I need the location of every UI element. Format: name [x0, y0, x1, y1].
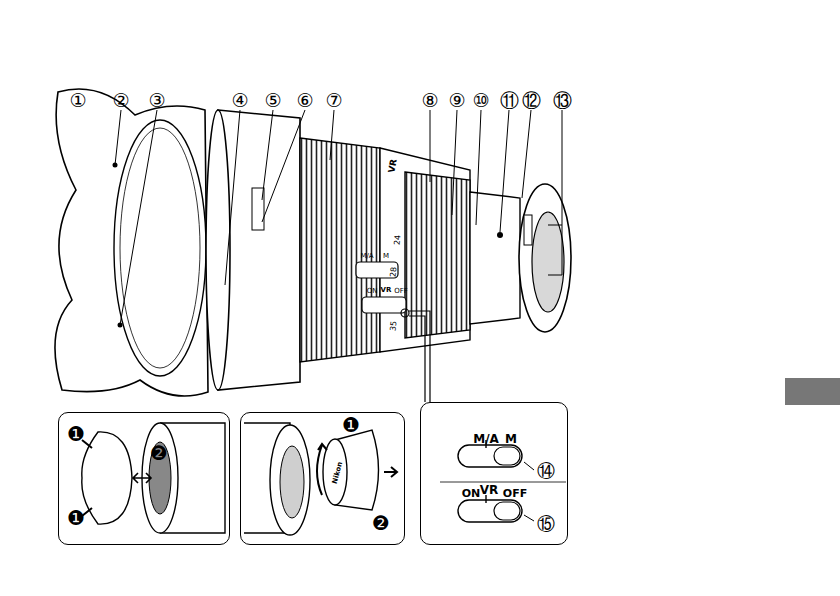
lens-marking: M	[383, 253, 389, 260]
switch-slider	[494, 447, 520, 465]
leader-line	[262, 110, 273, 200]
hood-opening	[114, 120, 206, 376]
switch-label: OFF	[503, 488, 527, 499]
section-tab	[785, 378, 840, 405]
rear-barrel	[470, 192, 520, 324]
callout-number: ⑬	[553, 91, 572, 110]
callout-leaders	[115, 110, 562, 325]
lens-marking: 28	[390, 267, 399, 278]
lens-mount	[519, 184, 571, 332]
leader-line	[115, 110, 121, 165]
switch-label: Nikon	[332, 461, 345, 485]
focus-mode-switch	[458, 445, 522, 467]
rear-element	[280, 446, 304, 518]
mount-index	[497, 232, 503, 238]
callout-number: ⑦	[325, 91, 342, 110]
callout-number: ⑧	[421, 91, 438, 110]
lens-mount	[270, 425, 310, 535]
callout-number: ⑤	[264, 91, 281, 110]
front-element	[149, 442, 171, 514]
switch-slider	[494, 502, 520, 520]
step-number: ❶	[342, 415, 360, 435]
step-number: ❶	[67, 424, 85, 444]
callout-number: ③	[148, 91, 165, 110]
leader-line	[330, 110, 334, 160]
switch-marker	[401, 309, 409, 317]
rear-element	[532, 212, 564, 312]
leader-line	[120, 110, 157, 325]
divider	[440, 482, 566, 483]
inset-panel: ❶ ❷ Nikon	[240, 412, 405, 545]
callout-number: ⑫	[522, 91, 541, 110]
zoom-ring	[405, 172, 470, 338]
step-number: ❷	[150, 443, 168, 463]
focus-ring	[300, 138, 380, 362]
callout-number: ④	[231, 91, 248, 110]
leader-line	[476, 110, 481, 225]
cpu-contacts	[524, 215, 532, 245]
lens-marking: ON	[367, 288, 378, 295]
lens-marking: 24	[394, 235, 403, 246]
hood-bayonet	[120, 128, 200, 368]
step-number: ❷	[372, 513, 390, 533]
leader-line	[452, 110, 457, 215]
lens-marking: OFF	[394, 288, 408, 295]
front-cap	[82, 432, 132, 524]
switch-label: ON	[462, 488, 481, 499]
leader-bracket	[548, 110, 562, 275]
leader-line	[262, 110, 305, 222]
step-number: ❶	[67, 508, 85, 528]
callout-number: ②	[112, 91, 129, 110]
step-number: M	[505, 433, 517, 445]
lens-marking: 35	[390, 321, 399, 332]
callout-number: ①	[69, 91, 86, 110]
callout-number: ⑪	[500, 91, 519, 110]
rotate-arrow	[317, 444, 327, 495]
leader-line	[225, 110, 240, 285]
lens-marking: VR	[381, 287, 392, 294]
switch-index	[485, 495, 486, 503]
remove-arrow	[384, 467, 397, 477]
inset-panel: M/A M ⑭ ONVR OFF ⑮	[420, 402, 568, 545]
step-number: ⑮	[537, 515, 555, 533]
press-arrow	[82, 440, 92, 516]
switch-label: M/A	[473, 433, 499, 445]
leader-line	[524, 462, 534, 470]
switch-label: VR	[480, 484, 499, 496]
callout-number: ⑨	[448, 91, 465, 110]
lens-hood	[55, 89, 208, 396]
vr-switch	[458, 500, 522, 522]
leader-line	[524, 515, 534, 521]
callout-number: ⑥	[296, 91, 313, 110]
lens-front	[206, 110, 230, 390]
inset-leader	[409, 311, 430, 402]
leader-line	[522, 110, 531, 198]
attach-arrow	[133, 473, 151, 483]
leader-line	[430, 110, 431, 182]
callout-number: ⑩	[472, 91, 489, 110]
inset-panel: ❶ ❷ ❶	[58, 412, 230, 545]
step-number: ⑭	[537, 462, 555, 480]
focus-mode-switch	[356, 262, 398, 278]
vr-switch	[362, 297, 406, 313]
lens-marking: M/A	[360, 253, 373, 260]
leader-line	[500, 110, 509, 232]
